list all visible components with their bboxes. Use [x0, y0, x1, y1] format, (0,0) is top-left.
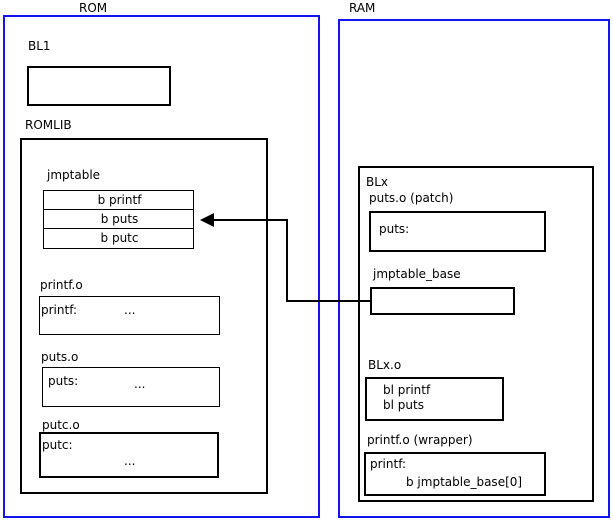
- rom-printf-symbol: printf:: [41, 303, 78, 317]
- jmptable-entry-2-text: b putc: [100, 231, 139, 245]
- connector-segment-vertical: [286, 219, 288, 302]
- blx-o-label: BLx.o: [368, 358, 402, 372]
- ram-puts-patch-label: puts.o (patch): [369, 191, 454, 205]
- ram-region-box: [338, 19, 610, 518]
- ram-puts-patch-symbol: puts:: [379, 222, 410, 236]
- rom-puts-body: ...: [134, 377, 146, 391]
- connector-segment-lower-horizontal: [286, 300, 372, 302]
- connector-arrowhead-icon: [200, 213, 214, 227]
- printf-wrapper-instruction: b jmptable_base[0]: [406, 475, 523, 489]
- rom-printf-body: ...: [124, 303, 136, 317]
- rom-putc-o-box: putc: ...: [39, 432, 219, 478]
- rom-printf-o-box: printf: ...: [39, 296, 220, 335]
- rom-putc-symbol: putc:: [42, 438, 73, 452]
- rom-putc-o-label: putc.o: [42, 418, 80, 432]
- jmptable-entry-0-text: b printf: [97, 193, 142, 207]
- bl1-label: BL1: [28, 39, 51, 53]
- jmptable-entry-1-text: b puts: [100, 212, 139, 226]
- ram-puts-patch-box: puts:: [369, 211, 546, 252]
- bl1-box: [27, 66, 171, 106]
- jmptable-entry-0: b printf: [43, 190, 194, 211]
- printf-wrapper-box: printf: b jmptable_base[0]: [364, 452, 546, 496]
- rom-region-box: [3, 15, 320, 518]
- jmptable-label: jmptable: [47, 168, 101, 182]
- rom-puts-o-label: puts.o: [41, 350, 79, 364]
- printf-wrapper-symbol: printf:: [370, 457, 407, 471]
- blx-o-line-0: bl printf: [383, 383, 431, 397]
- rom-putc-body: ...: [124, 454, 136, 468]
- blx-label: BLx: [366, 175, 389, 189]
- rom-printf-o-label: printf.o: [40, 278, 83, 292]
- rom-puts-symbol: puts:: [48, 374, 79, 388]
- blx-o-line-1: bl puts: [383, 398, 424, 412]
- jmptable-base-label: jmptable_base: [373, 267, 461, 281]
- printf-wrapper-label: printf.o (wrapper): [367, 433, 473, 447]
- rom-puts-o-box: puts: ...: [42, 367, 220, 407]
- connector-segment-upper-horizontal: [213, 219, 288, 221]
- rom-region-label: ROM: [79, 1, 108, 15]
- jmptable-entry-2: b putc: [43, 228, 194, 249]
- blx-o-box: bl printf bl puts: [365, 377, 504, 421]
- jmptable-entry-1: b puts: [43, 209, 194, 230]
- romlib-label: ROMLIB: [25, 118, 72, 132]
- ram-region-label: RAM: [349, 1, 376, 15]
- jmptable-base-box: [370, 287, 515, 315]
